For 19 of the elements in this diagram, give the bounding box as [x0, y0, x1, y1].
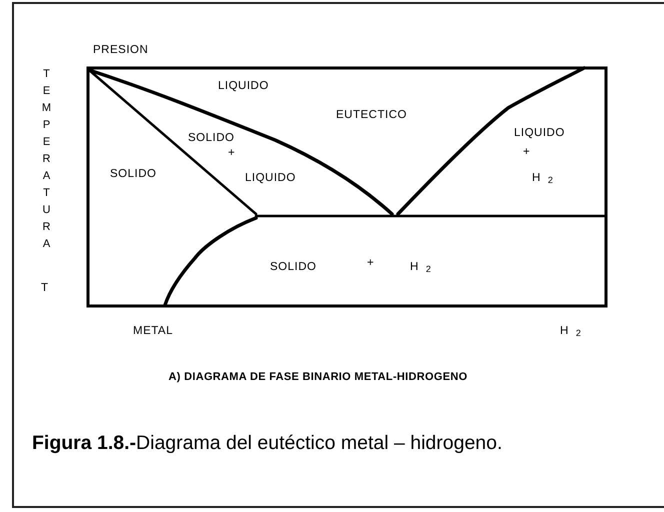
- phase-label: SOLIDO: [188, 131, 234, 146]
- phase-label: +: [228, 146, 236, 161]
- phase-label: H$_{2}$: [410, 260, 432, 276]
- phase-label: H$_{2}$: [532, 171, 554, 188]
- phase-label: +: [523, 145, 530, 160]
- diagram-subtitle: A) DIAGRAMA DE FASE BINARIO METAL-HIDROGENO: [168, 370, 468, 385]
- figure-caption: Figura 1.8.-Diagrama del eutéctico metal – hidrogeno.: [32, 431, 504, 456]
- axis-label: PRESION: [93, 43, 148, 58]
- phase-label: +: [367, 256, 374, 271]
- axis-label: TEMPERATURA: [41, 67, 52, 252]
- phase-label: SOLIDO: [110, 167, 156, 182]
- phase-label: LIQUIDO: [218, 79, 269, 94]
- phase-label: LIQUIDO: [514, 126, 565, 141]
- axis-label: T: [41, 281, 49, 296]
- axis-label: H$_{2}$: [560, 324, 582, 340]
- phase-label: LIQUIDO: [245, 171, 296, 186]
- phase-label: EUTECTICO: [336, 108, 407, 123]
- phase-label: SOLIDO: [270, 260, 316, 275]
- axis-label: METAL: [133, 324, 173, 339]
